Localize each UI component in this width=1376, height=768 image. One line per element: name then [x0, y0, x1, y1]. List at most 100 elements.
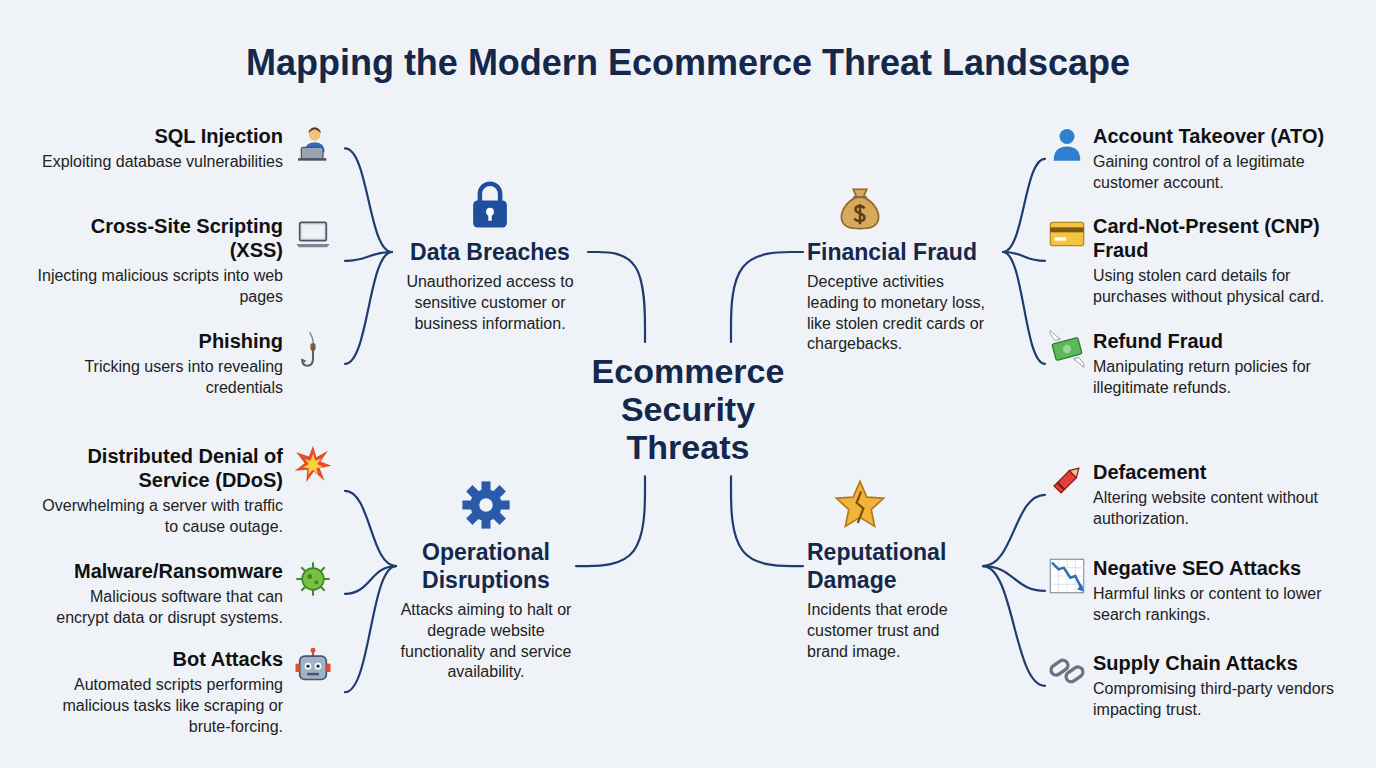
node-heading: Data Breaches — [396, 238, 584, 266]
node-description: Unauthorized access to sensitive custome… — [396, 272, 584, 334]
category-node: Reputational DamageIncidents that erode … — [803, 476, 983, 666]
icon-shape — [473, 201, 507, 228]
node-description: Gaining control of a legitimate customer… — [1093, 152, 1358, 194]
icon-shape — [296, 244, 329, 247]
threat-node: SQL InjectionExploiting database vulnera… — [30, 122, 345, 175]
node-heading: Card-Not-Present (CNP) Fraud — [1093, 214, 1358, 262]
icon-shape — [311, 648, 316, 653]
category-node: Data BreachesUnauthorized access to sens… — [392, 176, 588, 338]
icon-shape — [301, 567, 324, 590]
icon-shape — [315, 663, 322, 670]
icon-shape — [1056, 482, 1065, 491]
icon-shape — [295, 446, 332, 483]
icon-shape — [1055, 237, 1067, 240]
diagram-title: Mapping the Modern Ecommerce Threat Land… — [0, 42, 1376, 84]
icon-shape — [300, 656, 327, 679]
icon-shape — [1054, 465, 1082, 493]
node-heading: Defacement — [1093, 460, 1358, 484]
icon-shape — [492, 485, 506, 499]
icon-shape — [482, 517, 491, 528]
chart-icon — [1047, 556, 1087, 596]
icon-shape — [314, 580, 318, 584]
connector-line — [345, 566, 396, 692]
crayon-icon — [1047, 460, 1087, 500]
connector-line — [1003, 252, 1045, 364]
threat-node: Distributed Denial of Service (DDoS)Over… — [30, 442, 345, 540]
icon-shape — [1052, 337, 1082, 360]
node-description: Exploiting database vulnerabilities — [34, 152, 283, 173]
hook-icon — [293, 329, 333, 369]
icon-shape — [498, 501, 509, 510]
icon-shape — [853, 196, 867, 198]
icon-shape — [482, 481, 491, 492]
node-description: Overwhelming a server with traffic to ca… — [34, 496, 283, 538]
icon-shape — [857, 492, 864, 524]
icon-shape — [1064, 665, 1085, 684]
icon-shape — [296, 562, 329, 595]
node-heading: Phishing — [34, 329, 283, 353]
icon-shape — [1052, 563, 1082, 590]
node-description: Manipulating return policies for illegit… — [1093, 357, 1358, 399]
icon-shape — [841, 189, 878, 228]
connector-line — [576, 476, 645, 566]
icon-shape — [311, 343, 316, 351]
threat-node: Negative SEO AttacksHarmful links or con… — [1045, 554, 1366, 628]
icon-shape — [462, 481, 509, 528]
icon-shape — [307, 673, 319, 676]
laptop-icon — [293, 214, 333, 254]
node-heading: Negative SEO Attacks — [1093, 556, 1358, 580]
icon-shape — [1050, 331, 1060, 341]
icon-shape — [309, 127, 321, 133]
node-heading: SQL Injection — [34, 124, 283, 148]
icon-shape — [466, 485, 480, 499]
node-description: Altering website content without authori… — [1093, 488, 1358, 530]
node-heading: Account Takeover (ATO) — [1093, 124, 1358, 148]
icon-shape — [1074, 357, 1084, 367]
connector-line — [345, 491, 396, 566]
icon-shape — [1050, 227, 1083, 232]
node-heading: Operational Disruptions — [400, 538, 572, 594]
icon-shape — [316, 665, 319, 668]
node-description: Tricking users into revealing credential… — [34, 357, 283, 399]
connector-line — [731, 252, 803, 342]
connector-line — [1003, 159, 1045, 252]
person-icon — [1047, 124, 1087, 164]
threat-node: Refund FraudManipulating return policies… — [1045, 327, 1366, 401]
node-heading: Refund Fraud — [1093, 329, 1358, 353]
lock-icon — [463, 178, 517, 232]
icon-shape — [836, 481, 883, 526]
icon-shape — [300, 222, 327, 240]
node-description: Attacks aiming to halt or degrade websit… — [400, 600, 572, 683]
icon-shape — [1054, 147, 1081, 161]
node-description: Incidents that erode customer trust and … — [807, 600, 979, 662]
connector-line — [983, 495, 1045, 566]
node-description: Malicious software that can encrypt data… — [34, 587, 283, 629]
node-heading: Reputational Damage — [807, 538, 979, 594]
robot-icon — [293, 647, 333, 687]
bag-icon — [833, 178, 887, 232]
money-icon — [1047, 329, 1087, 369]
node-heading: Cross-Site Scripting (XSS) — [34, 214, 283, 262]
icon-shape — [1060, 129, 1075, 144]
node-heading: Malware/Ransomware — [34, 559, 283, 583]
node-description: Injecting malicious scripts into web pag… — [34, 266, 283, 308]
card-icon — [1047, 214, 1087, 254]
node-description: Automated scripts performing malicious t… — [34, 675, 283, 737]
node-description: Compromising third-party vendors impacti… — [1093, 679, 1358, 721]
node-heading: Ecommerce Security Threats — [589, 352, 787, 466]
icon-shape — [488, 213, 491, 221]
icon-shape — [1077, 584, 1084, 592]
node-heading: Bot Attacks — [34, 647, 283, 671]
icon-shape — [480, 184, 500, 202]
icon-shape — [301, 567, 324, 590]
star-icon — [833, 478, 887, 532]
icon-shape — [492, 511, 506, 525]
virus-icon — [293, 559, 333, 599]
icon-shape — [854, 204, 864, 224]
connector-line — [345, 148, 392, 252]
icon-shape — [466, 511, 480, 525]
dev-icon — [293, 124, 333, 164]
icon-shape — [1050, 559, 1083, 592]
icon-shape — [307, 574, 312, 579]
